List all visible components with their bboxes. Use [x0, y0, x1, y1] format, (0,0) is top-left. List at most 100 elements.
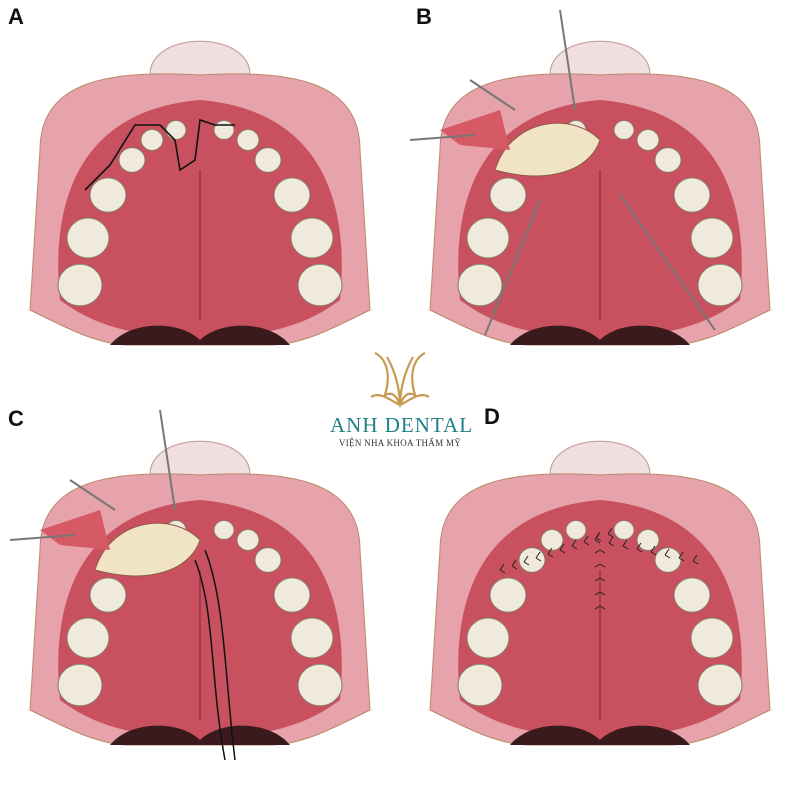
- tooth: [565, 520, 587, 540]
- surgical-instrument: [619, 194, 716, 331]
- suture-stitch: [594, 549, 606, 554]
- surgical-instrument: [9, 534, 76, 541]
- panel-a: A: [0, 0, 400, 400]
- tooth: [489, 177, 527, 213]
- tooth: [466, 217, 510, 259]
- panel-label-d: D: [484, 404, 500, 429]
- suture-stitch: [664, 548, 671, 559]
- logo-emblem-icon: [370, 352, 430, 409]
- tooth: [57, 263, 103, 307]
- mucosal-flap: [440, 110, 510, 150]
- suture-stitch: [636, 542, 643, 553]
- suture-stitch: [594, 605, 606, 610]
- tooth: [89, 577, 127, 613]
- mouth-opening: [510, 325, 690, 345]
- nose: [549, 40, 651, 76]
- suture-stitch: [559, 543, 566, 554]
- tooth: [290, 217, 334, 259]
- tooth: [57, 663, 103, 707]
- panel-label-b: B: [416, 4, 432, 29]
- tooth: [66, 617, 110, 659]
- mouth-opening: [510, 725, 690, 745]
- suture-stitch: [535, 551, 542, 562]
- tooth: [165, 120, 187, 140]
- surgical-instrument: [159, 409, 176, 511]
- tooth: [613, 120, 635, 140]
- tooth: [118, 147, 146, 173]
- surgical-instrument: [409, 134, 476, 141]
- tooth: [690, 617, 734, 659]
- tooth: [457, 263, 503, 307]
- surgical-instrument: [469, 79, 516, 111]
- suture-stitch: [594, 563, 606, 568]
- exposed-bone: [94, 522, 201, 577]
- tooth: [290, 617, 334, 659]
- suture-stitch: [511, 559, 518, 570]
- tooth: [489, 577, 527, 613]
- tooth: [213, 520, 235, 540]
- tooth: [697, 663, 743, 707]
- tooth: [654, 147, 682, 173]
- logo-brand: ANH DENTAL: [330, 413, 474, 437]
- tooth: [89, 177, 127, 213]
- tooth: [457, 663, 503, 707]
- tooth: [254, 547, 282, 573]
- tooth: [540, 529, 564, 551]
- suture-stitch: [650, 545, 657, 556]
- palate-illustration-b: [409, 9, 771, 346]
- tooth: [636, 129, 660, 151]
- tooth: [613, 520, 635, 540]
- suture-stitch: [607, 527, 614, 538]
- tooth: [66, 217, 110, 259]
- tooth: [636, 529, 660, 551]
- panel-label-a: A: [8, 4, 24, 29]
- suture-stitch: [523, 555, 530, 566]
- panel-d: [400, 400, 800, 800]
- mucosal-flap: [40, 510, 110, 550]
- palate-illustration-c: [9, 409, 371, 761]
- nose: [149, 40, 251, 76]
- palate-illustration-d: [429, 440, 771, 746]
- suture-stitch: [608, 536, 615, 547]
- suture-stitch: [692, 554, 699, 565]
- mouth-opening: [110, 325, 290, 345]
- tooth: [466, 617, 510, 659]
- suture-thread: [204, 549, 236, 761]
- exposed-bone: [494, 122, 601, 177]
- suture-stitch: [583, 535, 590, 546]
- tooth: [273, 577, 311, 613]
- tooth: [518, 547, 546, 573]
- tooth: [213, 120, 235, 140]
- tooth: [297, 263, 343, 307]
- panel-b: B: [400, 0, 800, 400]
- suture-stitch: [622, 539, 629, 550]
- surgical-instrument: [69, 479, 116, 511]
- suture-stitch: [499, 563, 506, 574]
- anh-dental-logo: ANH DENTAL VIỆN NHA KHOA THẨM MỸ: [330, 345, 474, 448]
- tooth: [654, 547, 682, 573]
- incision-line: [84, 118, 235, 191]
- surgical-instrument: [559, 9, 576, 111]
- panel-label-c: C: [8, 406, 24, 431]
- tooth: [273, 177, 311, 213]
- suture-stitch: [594, 533, 601, 544]
- suture-stitch: [594, 591, 606, 596]
- tooth: [140, 129, 164, 151]
- suture-stitch: [547, 547, 554, 558]
- tooth: [236, 529, 260, 551]
- nose: [549, 440, 651, 476]
- surgical-instrument: [484, 199, 541, 336]
- tooth: [236, 129, 260, 151]
- tooth: [673, 177, 711, 213]
- suture-stitch: [594, 577, 606, 582]
- tooth: [697, 263, 743, 307]
- suture-stitch: [571, 539, 578, 550]
- tooth: [297, 663, 343, 707]
- tooth: [254, 147, 282, 173]
- suture-thread: [194, 559, 226, 761]
- nose: [149, 440, 251, 476]
- suture-stitch: [678, 551, 685, 562]
- tooth: [690, 217, 734, 259]
- mouth-opening: [110, 725, 290, 745]
- logo-tagline: VIỆN NHA KHOA THẨM MỸ: [338, 438, 462, 448]
